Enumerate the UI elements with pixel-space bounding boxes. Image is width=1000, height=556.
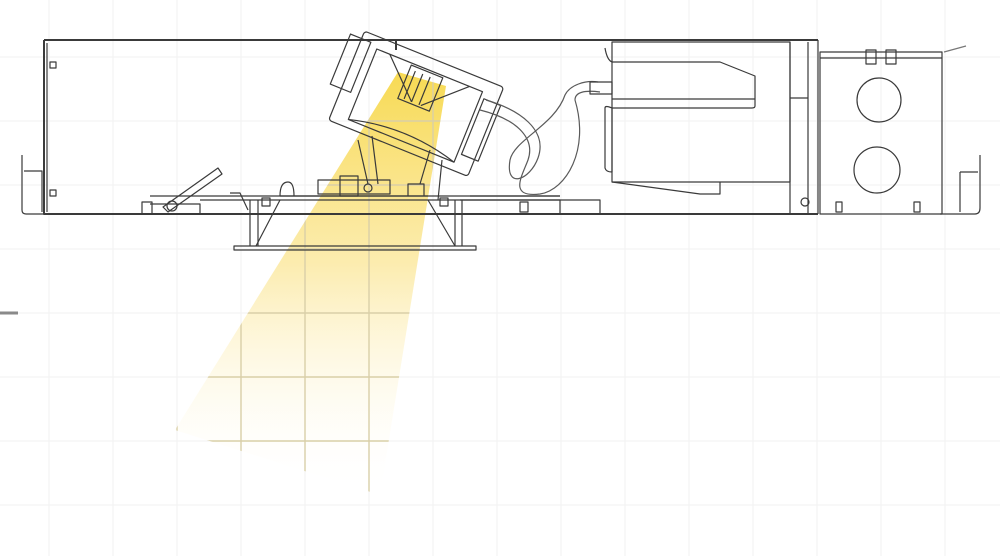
latch-lever-icon bbox=[141, 167, 223, 214]
trim-ring bbox=[233, 195, 477, 251]
flex-conduit bbox=[479, 80, 601, 196]
knockout-1 bbox=[856, 77, 902, 123]
driver-box bbox=[589, 40, 819, 214]
knockout-2 bbox=[853, 146, 901, 194]
socket-connector bbox=[279, 175, 425, 197]
junction-box bbox=[819, 45, 981, 215]
fixture-housing bbox=[21, 31, 981, 251]
gimbal-lamp-assembly bbox=[328, 31, 504, 177]
